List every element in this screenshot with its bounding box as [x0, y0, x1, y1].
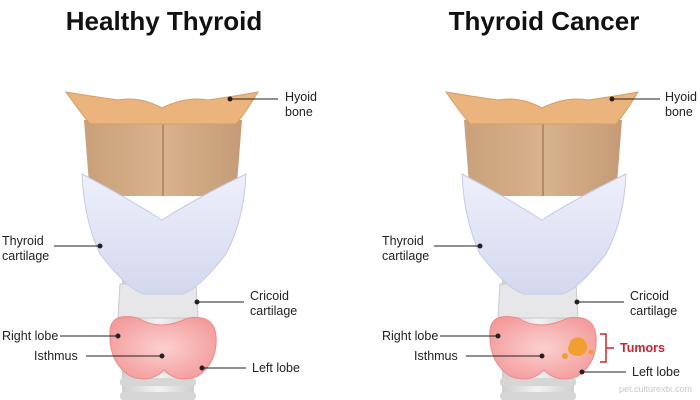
label-cricoid-cartilage: Cricoid cartilage — [630, 289, 678, 318]
tumors — [562, 337, 594, 359]
thyroid-gland — [489, 316, 597, 380]
thyroid-cartilage-shield — [81, 173, 247, 295]
panel-title-cancer: Thyroid Cancer — [448, 6, 640, 36]
label-tumors: Tumors — [620, 341, 665, 355]
leader-lines-cancer — [434, 96, 660, 375]
hyoid-bone — [444, 91, 639, 125]
label-hyoid-bone: Hyoid bone — [285, 90, 317, 119]
thyroid-cartilage-shield — [461, 173, 627, 295]
healthy-larynx — [64, 91, 259, 400]
label-left-lobe: Left lobe — [252, 361, 300, 375]
hyoid-bone — [64, 91, 259, 125]
tumor-bracket — [600, 333, 614, 363]
label-right-lobe: Right lobe — [382, 329, 439, 343]
watermark: pet.culturextx.com — [618, 384, 692, 394]
cancer-larynx — [444, 91, 639, 400]
panel-title-healthy: Healthy Thyroid — [65, 6, 263, 36]
label-left-lobe: Left lobe — [632, 365, 680, 379]
label-thyroid-cartilage: Thyroid cartilage — [2, 234, 50, 263]
leader-lines-healthy — [54, 96, 278, 371]
thyroid-gland — [109, 316, 217, 380]
label-cricoid-cartilage: Cricoid cartilage — [250, 289, 298, 318]
label-thyroid-cartilage: Thyroid cartilage — [382, 234, 430, 263]
label-hyoid-bone: Hyoid bone — [665, 90, 697, 119]
label-right-lobe: Right lobe — [2, 329, 59, 343]
label-isthmus: Isthmus — [34, 349, 78, 363]
label-isthmus: Isthmus — [414, 349, 458, 363]
